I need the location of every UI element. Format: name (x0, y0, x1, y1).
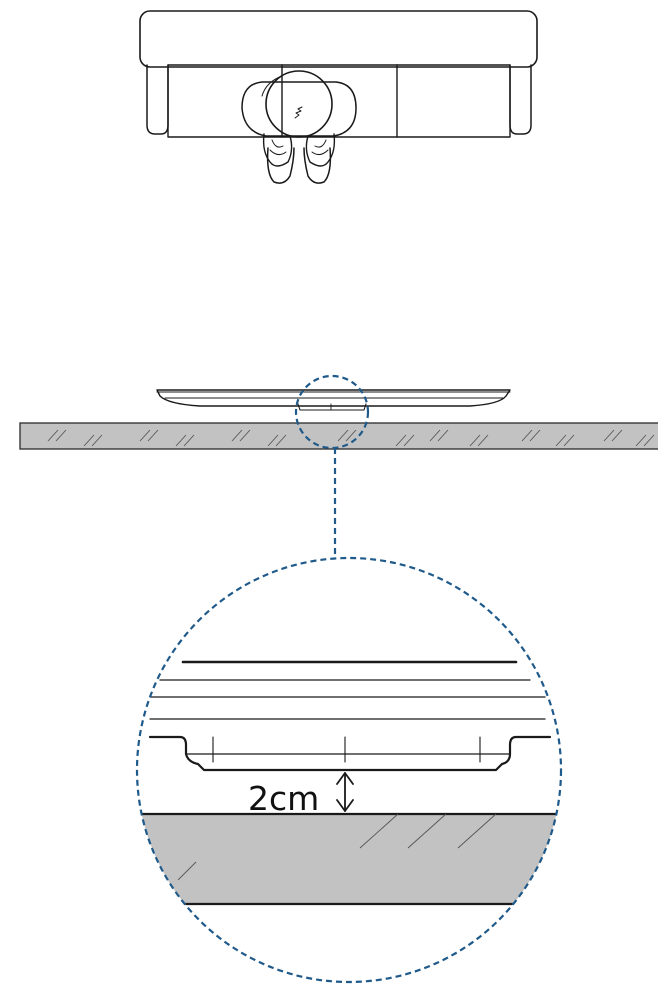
clearance-dimension-arrow (336, 772, 354, 812)
tv-side-view (156, 389, 511, 411)
zoom-detail: 2cm (135, 556, 563, 984)
zoom-wall-fill (137, 814, 561, 904)
clearance-label: 2cm (248, 779, 319, 818)
zoom-circle (135, 556, 563, 984)
sofa (139, 10, 538, 138)
detail-callout (294, 374, 370, 558)
sofa-with-viewer-illustration (139, 10, 538, 184)
person-top-view (241, 70, 357, 184)
wall (19, 422, 658, 450)
callout-small-circle (294, 374, 370, 450)
